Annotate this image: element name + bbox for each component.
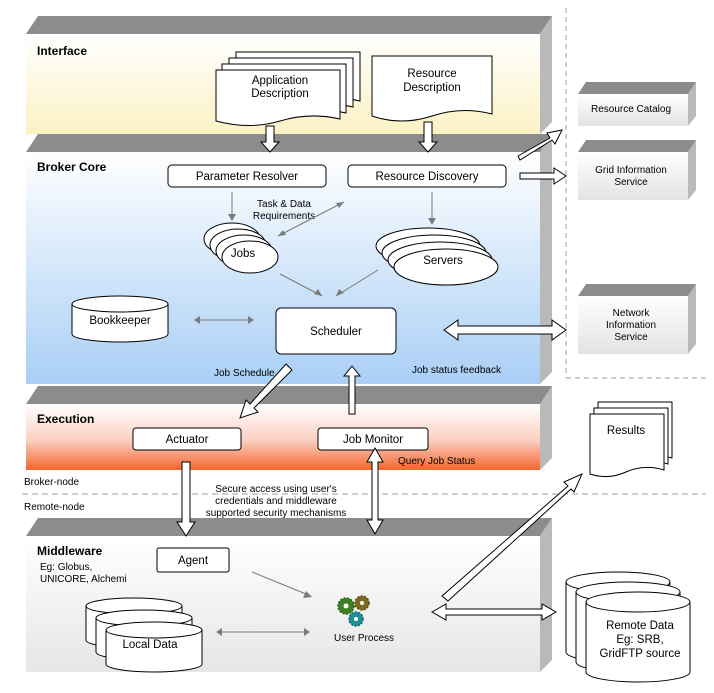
local-data-arrowhead-right — [304, 628, 310, 636]
application-description-label-1: Application — [252, 75, 308, 87]
results-doc: Results — [589, 401, 673, 478]
user-process-remote-data-double-arrow — [430, 603, 558, 621]
query-job-status-label: Query Job Status — [398, 456, 475, 467]
user-process-label: User Process — [334, 633, 394, 644]
bookkeeper-cylinder: Bookkeeper — [71, 295, 169, 343]
middleware-examples-line2: UNICORE, Alchemi — [40, 574, 127, 585]
network-information-service-box: Network Information Service — [578, 284, 696, 354]
remote-data-label-3: GridFTP source — [600, 648, 681, 660]
resource-discovery-label: Resource Discovery — [376, 171, 479, 183]
job-monitor-box: Job Monitor — [317, 427, 429, 451]
remote-node-label: Remote-node — [24, 502, 85, 513]
application-description-label-2: Description — [251, 88, 309, 100]
resource-description-doc: Resource Description — [371, 55, 493, 122]
scheduler-box: Scheduler — [275, 307, 397, 355]
broker-to-resource-catalog-arrow — [517, 129, 563, 161]
agent-to-user-process-arrowhead — [303, 591, 312, 598]
local-data-label: Local Data — [123, 639, 179, 651]
agent-label: Agent — [178, 555, 209, 567]
nis-label-2: Information — [606, 320, 656, 331]
middleware-examples-line1: Eg: Globus, — [40, 562, 92, 573]
remote-data-label-2: Eg: SRB, — [616, 634, 663, 646]
remote-data-label-1: Remote Data — [606, 620, 674, 632]
broker-node-label: Broker-node — [24, 477, 79, 488]
secure-access-label-2: credentials and middleware — [215, 496, 337, 507]
resource-description-label-1: Resource — [407, 68, 456, 80]
task-requirements-label-2: Requirements — [253, 211, 315, 222]
actuator-label: Actuator — [166, 434, 209, 446]
broker-core-flow-lines — [194, 192, 433, 321]
broker-to-gis-arrow — [519, 167, 567, 185]
monitor-to-scheduler-arrow — [342, 365, 362, 415]
interface-title: Interface — [37, 44, 87, 58]
job-status-feedback-label: Job status feedback — [412, 365, 502, 376]
job-schedule-label: Job Schedule — [214, 368, 275, 379]
middleware-title: Middleware — [37, 544, 103, 558]
resource-description-label-2: Description — [403, 82, 461, 94]
secure-access-label-1: Secure access using user's — [215, 484, 336, 495]
scheduler-nis-double-arrow — [443, 319, 567, 341]
interface-to-broker-arrows — [259, 121, 439, 153]
user-process-gear-icon — [337, 595, 370, 627]
local-data-arrowhead-left — [216, 628, 222, 636]
task-requirements-label-1: Task & Data — [257, 199, 311, 210]
agent-to-user-process-line — [251, 571, 307, 595]
nis-label-1: Network — [613, 308, 651, 319]
results-label: Results — [607, 425, 646, 437]
resource-catalog-label: Resource Catalog — [591, 104, 671, 115]
parameter-resolver-label: Parameter Resolver — [196, 171, 298, 183]
monitor-user-process-double-arrow — [366, 446, 384, 536]
agent-box: Agent — [156, 547, 230, 573]
local-data-cylinders: Local Data — [85, 597, 203, 673]
gis-label-1: Grid Information — [595, 165, 667, 176]
execution-layer — [26, 386, 552, 470]
application-description-doc: Application Description — [215, 51, 361, 126]
job-monitor-label: Job Monitor — [343, 434, 403, 446]
scheduler-to-actuator-arrow — [239, 363, 293, 419]
remote-data-cylinders: Remote Data Eg: SRB, GridFTP source — [565, 571, 691, 683]
resource-discovery-box: Resource Discovery — [347, 164, 507, 188]
broker-core-title: Broker Core — [37, 160, 107, 174]
parameter-resolver-box: Parameter Resolver — [167, 164, 327, 188]
resource-catalog-box: Resource Catalog — [578, 82, 696, 126]
broker-core-arrowheads — [194, 202, 436, 324]
bookkeeper-label: Bookkeeper — [89, 315, 151, 327]
execution-title: Execution — [37, 412, 94, 426]
actuator-box: Actuator — [132, 427, 242, 451]
jobs-label: Jobs — [231, 248, 256, 260]
grid-information-service-box: Grid Information Service — [578, 140, 696, 200]
nis-label-3: Service — [614, 332, 648, 343]
gis-label-2: Service — [614, 177, 648, 188]
middleware-to-results-arrow — [441, 473, 583, 602]
jobs-stack: Jobs — [203, 222, 279, 274]
servers-label: Servers — [423, 255, 463, 267]
servers-stack: Servers — [375, 227, 499, 286]
scheduler-label: Scheduler — [310, 326, 362, 338]
secure-access-label-3: supported security mechanisms — [206, 508, 347, 519]
actuator-to-middleware-arrow — [176, 461, 196, 537]
